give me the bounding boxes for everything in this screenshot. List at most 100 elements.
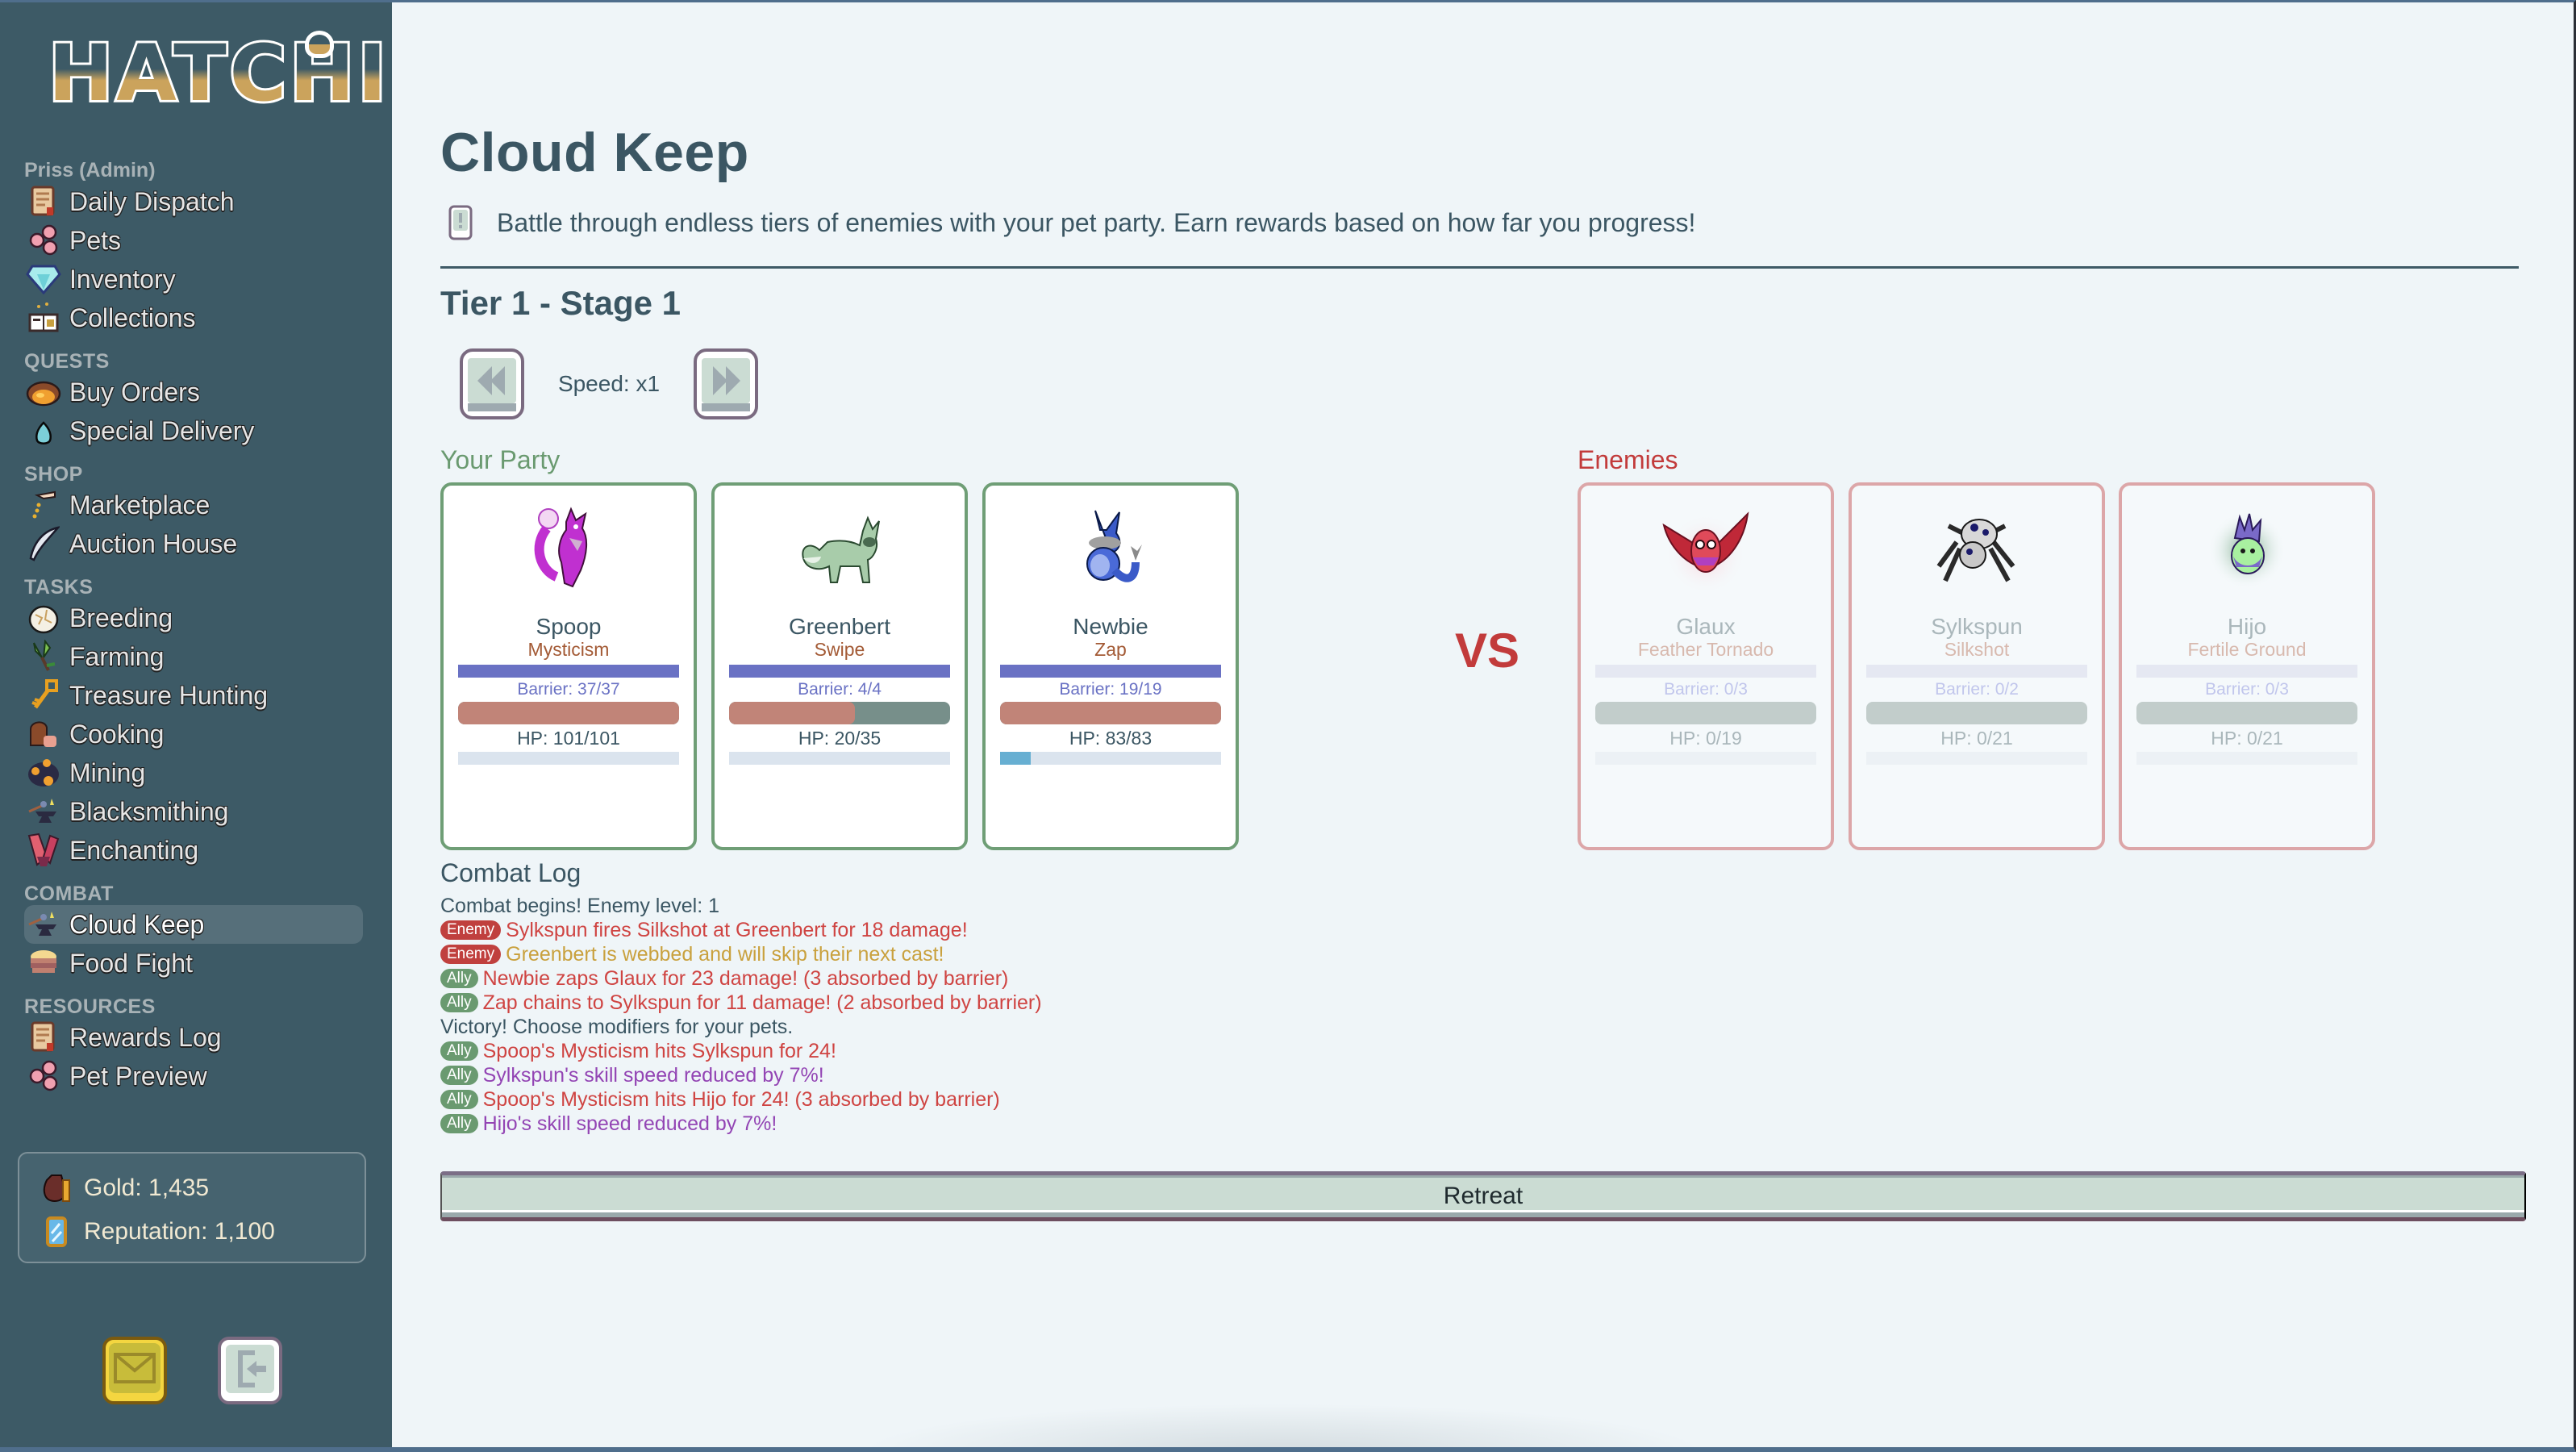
party-label: Your Party [440,445,561,474]
pet-sprite-newbie [1000,502,1221,599]
sidebar-item-pets[interactable]: Pets [24,221,363,260]
hp-text: HP: 0/19 [1669,728,1742,749]
log-text: Combat begins! Enemy level: 1 [440,894,720,917]
hp-text: HP: 83/83 [1069,728,1153,749]
log-text: Sylkspun's skill speed reduced by 7%! [482,1063,824,1087]
enemy-card-sylkspun[interactable]: Sylkspun Silkshot Barrier: 0/2 HP: 0/21 [1849,482,2105,850]
log-entry: Ally Sylkspun's skill speed reduced by 7… [440,1063,1569,1087]
pet-skill: Zap [1094,639,1127,660]
pet-name: Greenbert [788,614,891,639]
barrier-text: Barrier: 4/4 [798,680,882,699]
sidebar-item-label: Treasure Hunting [69,680,269,710]
cake-icon [26,945,61,981]
barrier-bar [729,665,950,678]
herb-icon [26,639,61,674]
sidebar-item-auction-house[interactable]: Auction House [24,524,363,563]
party-card-spoop[interactable]: Spoop Mysticism Barrier: 37/37 HP: 101/1… [440,482,697,850]
sidebar-item-label: Collections [69,302,196,332]
barrier-text: Barrier: 0/3 [1664,680,1748,699]
section-combat: COMBAT [24,882,114,905]
sidebar-item-daily-dispatch[interactable]: Daily Dispatch [24,182,363,221]
mirror-icon [40,1214,73,1250]
sidebar-item-label: Pet Preview [69,1061,207,1091]
speed-up-button[interactable] [694,348,758,419]
sidebar-item-cloud-keep[interactable]: Cloud Keep [24,905,363,944]
sidebar-item-cooking[interactable]: Cooking [24,715,363,753]
sidebar-item-buy-orders[interactable]: Buy Orders [24,373,363,411]
cast-progress-bar [1000,752,1221,765]
mail-button[interactable] [102,1335,167,1406]
description-row: Battle through endless tiers of enemies … [448,205,1695,240]
hp-bar [729,702,950,724]
ally-badge: Ally [440,1090,478,1109]
sidebar-item-pet-preview[interactable]: Pet Preview [24,1057,363,1095]
sidebar-item-blacksmithing[interactable]: Blacksmithing [24,792,363,831]
sidebar-item-label: Blacksmithing [69,796,229,826]
sidebar-item-collections[interactable]: Collections [24,298,363,337]
speed-down-button[interactable] [460,348,524,419]
log-entry: Victory! Choose modifiers for your pets. [440,1015,1569,1039]
combat-log: Combat begins! Enemy level: 1 Enemy Sylk… [440,894,1569,1136]
log-entry: Ally Hijo's skill speed reduced by 7%! [440,1112,1569,1136]
ally-badge: Ally [440,1066,478,1085]
hp-text: HP: 0/21 [2211,728,2283,749]
sidebar-item-breeding[interactable]: Breeding [24,599,363,637]
sidebar-item-farming[interactable]: Farming [24,637,363,676]
party-card-newbie[interactable]: Newbie Zap Barrier: 19/19 HP: 83/83 [982,482,1239,850]
sidebar-item-enchanting[interactable]: Enchanting [24,831,363,870]
quill-icon [26,526,61,561]
enemy-card-glaux[interactable]: Glaux Feather Tornado Barrier: 0/3 HP: 0… [1578,482,1834,850]
logout-button[interactable] [218,1335,282,1406]
user-label: Priss (Admin) [24,159,156,182]
enemy-sprite-hijo [2136,502,2357,599]
sidebar-item-special-delivery[interactable]: Special Delivery [24,411,363,450]
sidebar-item-label: Farming [69,641,165,671]
bread-icon [26,716,61,752]
log-entry: Enemy Greenbert is webbed and will skip … [440,942,1569,966]
ally-badge: Ally [440,993,478,1012]
log-entry: Ally Spoop's Mysticism hits Sylkspun for… [440,1039,1569,1063]
main-content: Cloud Keep Battle through endless tiers … [392,0,2576,1452]
gold-amount: Gold: 1,435 [84,1175,210,1201]
enemy-skill: Fertile Ground [2187,639,2307,660]
hatchi-logo[interactable]: HATCHI HATCHI [46,27,389,120]
sidebar-item-label: Cooking [69,719,165,749]
sidebar-item-food-fight[interactable]: Food Fight [24,944,363,983]
sidebar-item-rewards-log[interactable]: Rewards Log [24,1018,363,1057]
page-title: Cloud Keep [440,122,749,183]
sidebar-item-marketplace[interactable]: Marketplace [24,486,363,524]
ally-badge: Ally [440,1114,478,1133]
sidebar-item-treasure-hunting[interactable]: Treasure Hunting [24,676,363,715]
enemy-name: Glaux [1676,614,1736,639]
logo-text: HATCHI [48,28,390,119]
cast-progress-bar [1595,752,1816,765]
cracked-egg-icon [26,600,61,636]
ally-badge: Ally [440,1041,478,1061]
barrier-bar [1000,665,1221,678]
speed-controls: Speed: x1 [460,348,758,419]
combat-log-title: Combat Log [440,858,581,887]
pet-skill: Mysticism [527,639,610,660]
enemy-badge: Enemy [440,945,502,964]
hp-bar [2136,702,2357,724]
sidebar-item-label: Breeding [69,603,173,632]
sidebar-item-mining[interactable]: Mining [24,753,363,792]
vs-label: VS [1455,624,1520,678]
scroll-icon [26,184,61,219]
sidebar-item-label: Auction House [69,528,238,558]
party-card-greenbert[interactable]: Greenbert Swipe Barrier: 4/4 HP: 20/35 [711,482,968,850]
section-quests: QUESTS [24,350,110,373]
sidebar: HATCHI HATCHI Priss (Admin) Daily Dispat… [0,0,392,1452]
cast-progress-bar [2136,752,2357,765]
sidebar-item-inventory[interactable]: Inventory [24,260,363,298]
sidebar-item-label: Rewards Log [69,1022,222,1052]
enemy-badge: Enemy [440,920,502,940]
log-text: Greenbert is webbed and will skip their … [506,942,944,966]
hp-text: HP: 101/101 [517,728,620,749]
enemy-skill: Feather Tornado [1637,639,1774,660]
barrier-bar [1866,665,2087,678]
retreat-button[interactable]: Retreat [440,1171,2526,1221]
diamond-icon [26,261,61,297]
enemy-card-hijo[interactable]: Hijo Fertile Ground Barrier: 0/3 HP: 0/2… [2119,482,2375,850]
sidebar-item-label: Pets [69,225,122,255]
